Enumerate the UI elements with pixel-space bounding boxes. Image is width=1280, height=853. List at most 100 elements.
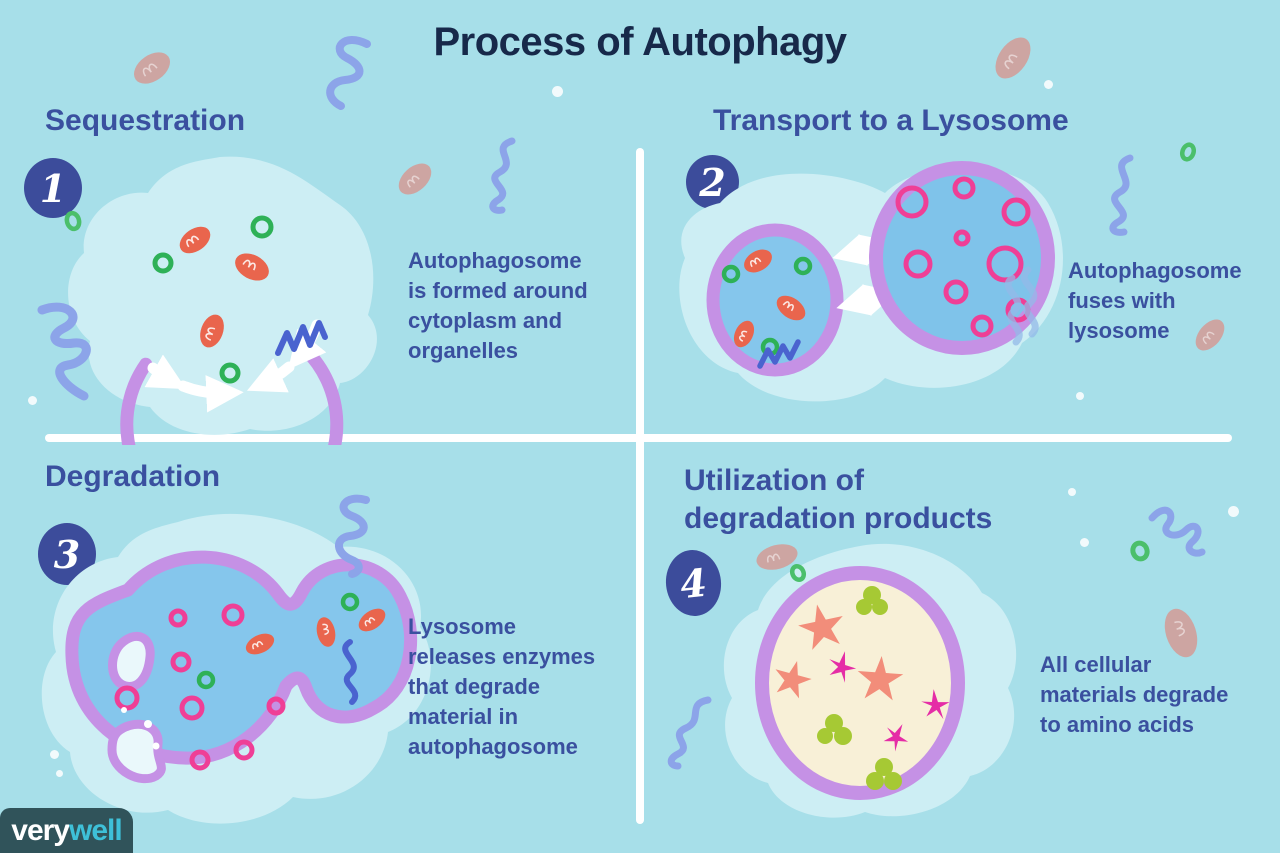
mitochondria-debris-icon [995,37,1031,79]
protein-squiggle-icon [667,696,712,770]
protein-squiggle-icon [489,137,516,214]
divider-horizontal [45,434,1232,442]
vesicle-ring-icon [152,252,174,274]
step-3-description: Lysosome releases enzymes that degrade m… [408,614,596,759]
star-icon [798,604,843,650]
step-4-description: All cellular materials degrade to amino … [1040,652,1229,737]
mitochondria-debris-icon [133,52,171,84]
vesicle-ring-icon [250,215,274,239]
protein-squiggle-icon [37,302,91,401]
clover-icon [866,758,902,790]
star-icon [775,660,812,699]
white-dot [1068,488,1076,496]
amino-acid-stars [775,604,904,701]
protein-squiggle-icon [275,320,328,356]
vesicle-ring-icon [219,362,241,384]
mitochondrion-icon [358,608,386,632]
step-2-number: 2 [699,159,726,205]
logo-text-accent: well [69,813,123,847]
white-dot [1076,392,1084,400]
step-1-heading: Sequestration [45,104,246,137]
membrane-ring-icon [1179,142,1197,162]
enzyme-ring-icon [895,185,929,219]
enzyme-ring-icon [233,739,255,761]
vesicle-ring-icon [721,264,741,284]
protein-squiggle-icon [1109,154,1134,236]
vesicle-ring-icon [196,670,216,690]
mitochondria-debris-icon [1195,319,1225,351]
enzyme-ring-icon [952,176,976,200]
membrane-ring-icon [64,210,82,232]
mitochondrion-icon [733,320,755,348]
lysosome-hole [107,719,166,784]
bubble-dots [121,707,160,750]
enzyme-ring-icon [179,695,205,721]
vesicle-ring-icon [793,256,813,276]
amino-acid-clovers [817,586,902,790]
mitochondrion-icon [200,314,224,348]
amino-acid-sparkles [829,651,950,752]
mitochondrion-icon [776,295,806,321]
enzyme-ring-icon [943,279,969,305]
mitochondrion-icon [744,249,772,273]
white-dot [50,750,59,759]
white-dot [1080,538,1089,547]
white-dot [56,770,63,777]
mitochondrion-icon [179,226,211,254]
degradation-illustration [41,513,431,824]
lysosome-contents [895,176,1031,338]
mitochondrion-icon [316,617,336,647]
step-1-number-badge: 1 [24,158,82,218]
divider-vertical [636,148,644,824]
step-3-heading: Degradation [45,460,221,493]
star-icon [857,656,904,701]
amino-acids-illustration [723,543,1017,818]
mitochondrion-icon [245,633,275,655]
enzyme-ring-icon [903,249,933,279]
step-4-heading: Utilization of degradation products [684,464,993,536]
autophagosome-forming-illustration [68,156,377,445]
mitochondria-debris-icon [398,163,432,195]
step-1-number: 1 [39,165,67,211]
phagophore-membrane [120,343,344,445]
sparkle-icon [921,689,950,720]
fused-vesicle-membrane [65,550,418,765]
white-dot [1228,506,1239,517]
protein-squiggle-icon [335,494,370,578]
mitochondrion-icon [235,253,269,281]
protein-squiggle-icon [1004,266,1039,346]
enzyme-ring-icon [189,749,211,771]
enzyme-ring-icon [953,229,971,247]
logo-text-primary: very [11,813,70,847]
protein-squiggle-icon [326,36,371,110]
enzyme-ring-icon [986,245,1024,283]
enzyme-ring-icon [114,685,140,711]
protein-squiggle-icon [342,639,359,705]
enzyme-ring-icon [168,608,188,628]
clover-icon [856,586,888,615]
white-dot [28,396,37,405]
enzyme-rings [114,603,286,771]
enzyme-ring-icon [266,696,286,716]
step-3-number: 3 [53,531,81,577]
page-title: Process of Autophagy [433,20,847,64]
enzyme-ring-icon [170,651,192,673]
sparkle-icon [883,724,909,752]
lysosome-hole [108,631,155,691]
step-2-description: Autophagosome fuses with lysosome [1068,258,1242,343]
vesicle-ring-icon [340,592,360,612]
protein-squiggle-icon [757,339,801,369]
mitochondria-debris-icon [756,544,798,570]
clover-icon [817,714,852,745]
autophagosome-contents [721,249,813,369]
protein-squiggle-icon [1148,506,1206,557]
autophagosome-lysosome-fusion-illustration [679,161,1063,402]
sparkle-icon [829,651,857,683]
step-2-heading: Transport to a Lysosome [713,104,1069,137]
white-dot [1044,80,1053,89]
membrane-ring-icon [1130,540,1150,562]
white-dot [552,86,563,97]
enzyme-ring-icon [970,314,994,338]
